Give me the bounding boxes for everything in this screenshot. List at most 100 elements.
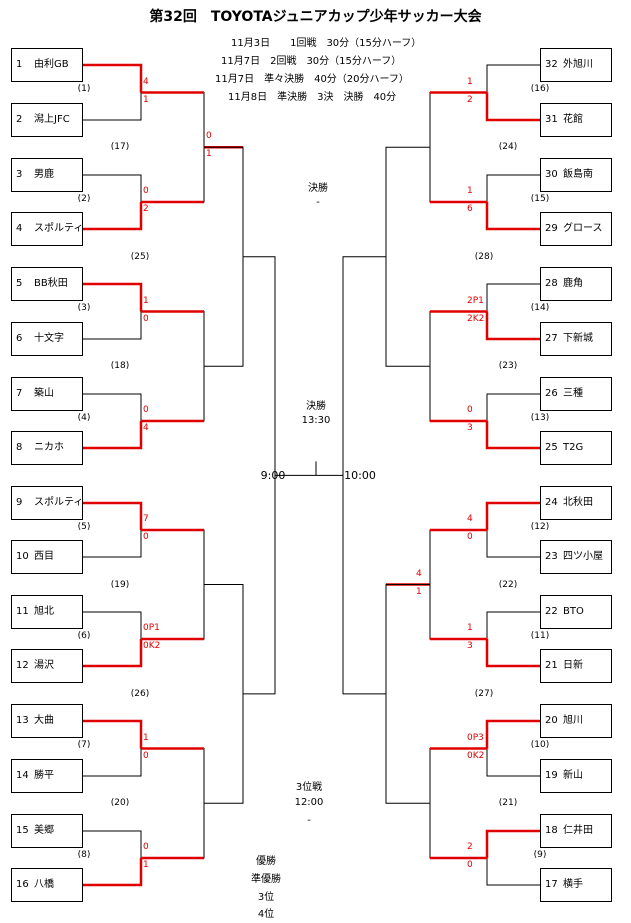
game-number: (1)	[77, 84, 91, 94]
team-number: 16	[16, 879, 29, 890]
team-name: 勝平	[34, 770, 54, 781]
team-name: 築山	[34, 388, 54, 399]
third-place-dash: -	[307, 815, 311, 826]
bracket-line	[83, 858, 143, 887]
game-number: (23)	[498, 361, 518, 372]
game-number: (19)	[110, 579, 130, 590]
rank-runner-up: 準優勝	[251, 874, 281, 885]
team-name: 美郷	[34, 825, 54, 836]
bracket-line	[83, 63, 143, 93]
final-label: 決勝	[308, 183, 328, 194]
game-number: (2)	[77, 194, 91, 204]
game-number: (10)	[530, 740, 550, 750]
bracket-line	[385, 146, 430, 257]
team-number: 22	[545, 606, 558, 617]
game-number: (28)	[474, 251, 494, 262]
team-name: BTO	[563, 606, 584, 617]
game-number: (3)	[77, 303, 91, 313]
team-box: 28 鹿角	[540, 267, 612, 301]
bracket-line	[429, 529, 487, 585]
score: 0K2	[143, 641, 161, 651]
score: 2	[143, 204, 149, 214]
game-number: (13)	[530, 413, 550, 423]
team-number: 3	[16, 169, 23, 180]
score: 4	[143, 423, 149, 433]
team-name: 由利GB	[34, 59, 69, 70]
schedule-line: 11月7日 準々決勝 40分（20分ハーフ）	[215, 74, 409, 85]
team-name: 十文字	[34, 333, 64, 344]
team-number: 25	[545, 442, 558, 453]
bracket-line	[83, 530, 142, 558]
team-number: 13	[16, 715, 29, 726]
bracket-line	[141, 529, 205, 585]
bracket-line	[83, 202, 143, 231]
score: 1	[143, 732, 149, 743]
bracket-line	[83, 719, 143, 749]
score: 0	[206, 131, 212, 142]
game-number: (15)	[530, 194, 550, 204]
team-name: 男鹿	[34, 169, 54, 180]
team-number: 27	[545, 333, 558, 344]
team-number: 7	[16, 388, 23, 399]
game-number: (18)	[110, 361, 130, 372]
bracket-line	[83, 830, 142, 858]
score: 6	[467, 204, 473, 214]
game-number: (17)	[110, 142, 130, 153]
score: 0	[467, 860, 473, 870]
team-name: 花館	[563, 114, 583, 125]
score: 4	[416, 568, 422, 579]
team-number: 15	[16, 825, 29, 836]
game-number: (11)	[530, 631, 550, 641]
team-name: 三種	[563, 388, 583, 399]
score: 1	[206, 149, 212, 160]
team-box: 22 BTO	[540, 595, 612, 629]
team-name: 新山	[563, 770, 583, 781]
bracket-line	[486, 393, 540, 421]
team-number: 5	[16, 278, 23, 289]
bracket-line	[385, 693, 430, 804]
rank-champion: 優勝	[256, 856, 276, 867]
final-time: 13:30	[301, 415, 331, 426]
team-number: 4	[16, 223, 23, 234]
bracket-line	[141, 803, 205, 859]
schedule-line: 11月3日 1回戦 30分（15分ハーフ）	[231, 38, 422, 49]
team-name: 四ツ小屋	[563, 551, 603, 562]
game-number: (16)	[530, 84, 550, 94]
team-number: 28	[545, 278, 558, 289]
team-box: 15 美郷	[11, 814, 83, 848]
score: 1	[143, 94, 149, 105]
team-name: 鹿角	[563, 278, 583, 289]
bracket-line	[485, 202, 540, 231]
score: 0	[143, 750, 149, 761]
bracket-line	[204, 693, 244, 804]
bracket-line	[486, 858, 540, 886]
team-number: 30	[545, 169, 558, 180]
third-place-time: 12:00	[294, 797, 324, 808]
score: 1	[416, 586, 422, 597]
team-name: スポルティフA	[34, 497, 83, 508]
bracket-line	[83, 501, 143, 530]
bracket-line	[485, 639, 540, 668]
bracket-line	[429, 803, 487, 859]
team-name: 外旭川	[563, 59, 593, 70]
score: 1	[467, 623, 473, 633]
game-number: (8)	[77, 850, 91, 860]
bracket-line	[83, 311, 142, 340]
score: 3	[467, 641, 473, 651]
game-number: (6)	[77, 631, 91, 641]
score: 1	[467, 76, 473, 87]
score: 0	[143, 313, 149, 324]
team-name: 八橋	[34, 879, 54, 890]
